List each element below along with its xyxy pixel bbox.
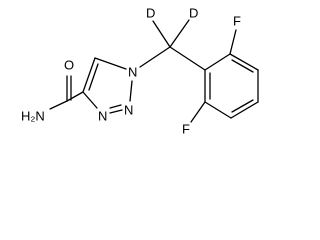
amide-nh2-label: H₂N (21, 108, 45, 123)
c-f-bond-bottom (190, 101, 206, 123)
c4-c5-inner-bond (88, 63, 99, 91)
c-f-bond-top (229, 29, 237, 55)
triazole-n3-label: N (98, 108, 107, 123)
ring-c5-c6-bond (204, 101, 232, 119)
ring-c1-c2-bond (204, 53, 231, 71)
n1-cd2-bond (139, 46, 171, 68)
n1-n2-bond (129, 80, 133, 102)
ring-c2-c3-bond (229, 53, 259, 71)
ring-c4-c5-inner-bond (231, 99, 254, 113)
ring-c2-c3-inner-bond (231, 59, 254, 73)
fluorine-top-label: F (233, 13, 241, 28)
n2-n3-inner-bond (109, 104, 122, 109)
amide-oxygen-label: O (64, 57, 74, 72)
c-d-bond-left (152, 20, 171, 48)
cd2-aryl-bond (169, 46, 206, 71)
ring-c4-c5-bond (230, 101, 259, 119)
deuterium-left-label: D (146, 5, 155, 20)
n2-n3-bond (109, 109, 123, 114)
triazole-n2-label: N (124, 102, 133, 117)
amide-to-ring-bond (66, 91, 84, 102)
triazole-n1-label: N (128, 64, 137, 79)
molecule-structure: H₂N O N N N D D F F (21, 5, 259, 136)
c-d-bond-right (169, 19, 190, 48)
c-to-nh2-bond (49, 100, 68, 110)
c5-n1-bond (94, 57, 127, 70)
c4-c5-bond (82, 57, 96, 93)
molecule-canvas: H₂N O N N N D D F F (21, 5, 259, 136)
n3-c4-bond (82, 91, 98, 109)
deuterium-right-label: D (189, 5, 198, 20)
fluorine-bottom-label: F (182, 121, 190, 136)
